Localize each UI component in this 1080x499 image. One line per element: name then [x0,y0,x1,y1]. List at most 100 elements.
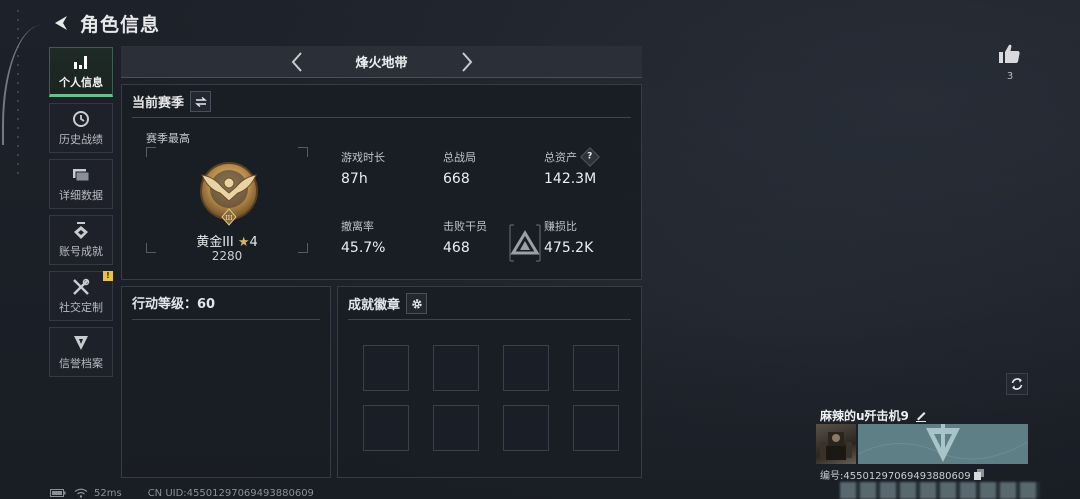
wifi-icon [74,488,88,498]
clock-history-icon [72,110,90,128]
edit-pencil-icon[interactable] [915,410,927,422]
copy-icon[interactable] [973,469,984,480]
notification-badge: ! [103,271,113,281]
thumbs-up-icon [999,44,1020,63]
prev-mode-button[interactable] [282,47,312,77]
badge-slot[interactable] [503,345,549,391]
player-id: 编号:45501297069493880609 [820,467,984,482]
stat-value: 142.3M [544,171,597,187]
sidebar-item-account-achievements[interactable]: 账号成就 [49,215,113,265]
help-glyph: ? [587,151,593,162]
current-season-panel: 当前赛季 赛季最高 III 黄金III [121,84,642,280]
sidebar-item-label: 信誉档案 [59,356,103,370]
stat-total-matches: 总战局 668 [443,149,543,187]
delta-watermark-icon [509,224,541,262]
sidebar: 个人信息 历史战绩 详细数据 账号成就 ! 社交定制 信誉档案 [49,47,113,383]
like-count: 3 [1006,71,1014,82]
frame-corner [298,147,308,157]
swap-icon [194,96,207,107]
divider [348,319,631,320]
sidebar-item-social-customization[interactable]: ! 社交定制 [49,271,113,321]
help-icon[interactable]: ? [580,147,600,167]
rank-tier: 黄金III [196,235,234,250]
stat-label-text: 总资产 [544,151,577,164]
stat-label: 总资产 ? [544,147,644,167]
panel-header: 行动等级：60 [132,293,215,312]
frame-corner [146,147,156,157]
stat-value: 45.7% [341,240,386,256]
badge-slot[interactable] [573,345,619,391]
player-name: 麻辣的u歼击机9 [820,407,927,424]
panel-header: 成就徽章 [348,293,428,314]
stat-value: 87h [341,171,368,187]
stat-value: 668 [443,171,470,187]
next-mode-button[interactable] [452,47,482,77]
stat-value: 468 [443,240,470,256]
player-avatar[interactable] [816,424,856,464]
badge-slot[interactable] [363,405,409,451]
badge-slot[interactable] [503,405,549,451]
back-button[interactable] [50,12,72,34]
refresh-button[interactable] [1006,373,1028,395]
achievement-emblem-icon [72,221,90,240]
svg-text:III: III [225,215,233,222]
rank-frame: III 黄金III ★4 2280 [146,147,308,263]
sidebar-item-detailed-data[interactable]: 详细数据 [49,159,113,209]
stat-label: 击败干员 [443,220,487,233]
divider [132,319,320,320]
star-icon: ★ [237,235,250,250]
action-level-label: 行动等级：60 [132,297,216,312]
stat-label: 赚损比 [544,220,577,233]
bar-chart-icon [72,53,90,71]
gold-rank-medal-icon: III [200,162,258,226]
badge-slot[interactable] [573,405,619,451]
sidebar-item-label: 社交定制 [59,300,103,314]
sidebar-item-credit-record[interactable]: 信誉档案 [49,327,113,377]
sidebar-item-label: 个人信息 [59,75,103,89]
divider [132,117,631,118]
back-arrow-icon [55,16,67,30]
page-header: 角色信息 [50,10,298,36]
rank-stars: 4 [249,235,258,250]
banner-emblem-icon [857,424,1029,462]
stat-play-time: 游戏时长 87h [341,149,441,187]
sidebar-item-label: 详细数据 [59,188,103,202]
badge-settings-button[interactable] [406,293,428,314]
rank-name: 黄金III ★4 [146,231,308,250]
achievement-badges-panel: 成就徽章 [337,286,642,478]
stat-label: 撤离率 [341,220,374,233]
decorative-ticks [17,10,19,180]
sidebar-item-personal-info[interactable]: 个人信息 [49,47,113,97]
player-id-text: 编号:45501297069493880609 [820,471,971,482]
chevron-left-icon [291,51,302,72]
stat-total-assets: 总资产 ? 142.3M [544,147,644,187]
page-title: 角色信息 [80,13,161,36]
stat-operators-defeated: 击败干员 468 [443,218,543,256]
season-switch-button[interactable] [190,91,212,112]
badge-slot[interactable] [433,405,479,451]
chevron-right-icon [461,51,472,72]
stat-label: 总战局 [443,151,476,164]
badge-slot[interactable] [433,345,479,391]
stat-extraction-rate: 撤离率 45.7% [341,218,441,256]
rank-score: 2280 [211,249,243,263]
refresh-icon [1011,378,1023,390]
battery-icon [50,489,66,497]
like-button[interactable]: 3 [996,44,1024,82]
sidebar-item-match-history[interactable]: 历史战绩 [49,103,113,153]
action-level-panel: 行动等级：60 [121,286,331,478]
season-best-label: 赛季最高 [146,132,190,145]
tools-icon [72,278,90,296]
stat-label: 游戏时长 [341,151,385,164]
mode-switcher: 烽火地带 [121,46,642,78]
player-name-text: 麻辣的u歼击机9 [820,409,909,423]
avatar-mech-icon [820,432,852,460]
server-uid: CN UID:45501297069493880609 [147,487,314,499]
badge-slot[interactable] [363,345,409,391]
panel-header: 当前赛季 [132,91,212,112]
player-banner[interactable] [857,424,1029,464]
floor-light-decoration [840,482,1040,499]
sidebar-item-label: 账号成就 [59,244,103,258]
stat-profit-loss-ratio: 赚损比 475.2K [544,218,644,256]
shield-credit-icon [72,334,90,352]
